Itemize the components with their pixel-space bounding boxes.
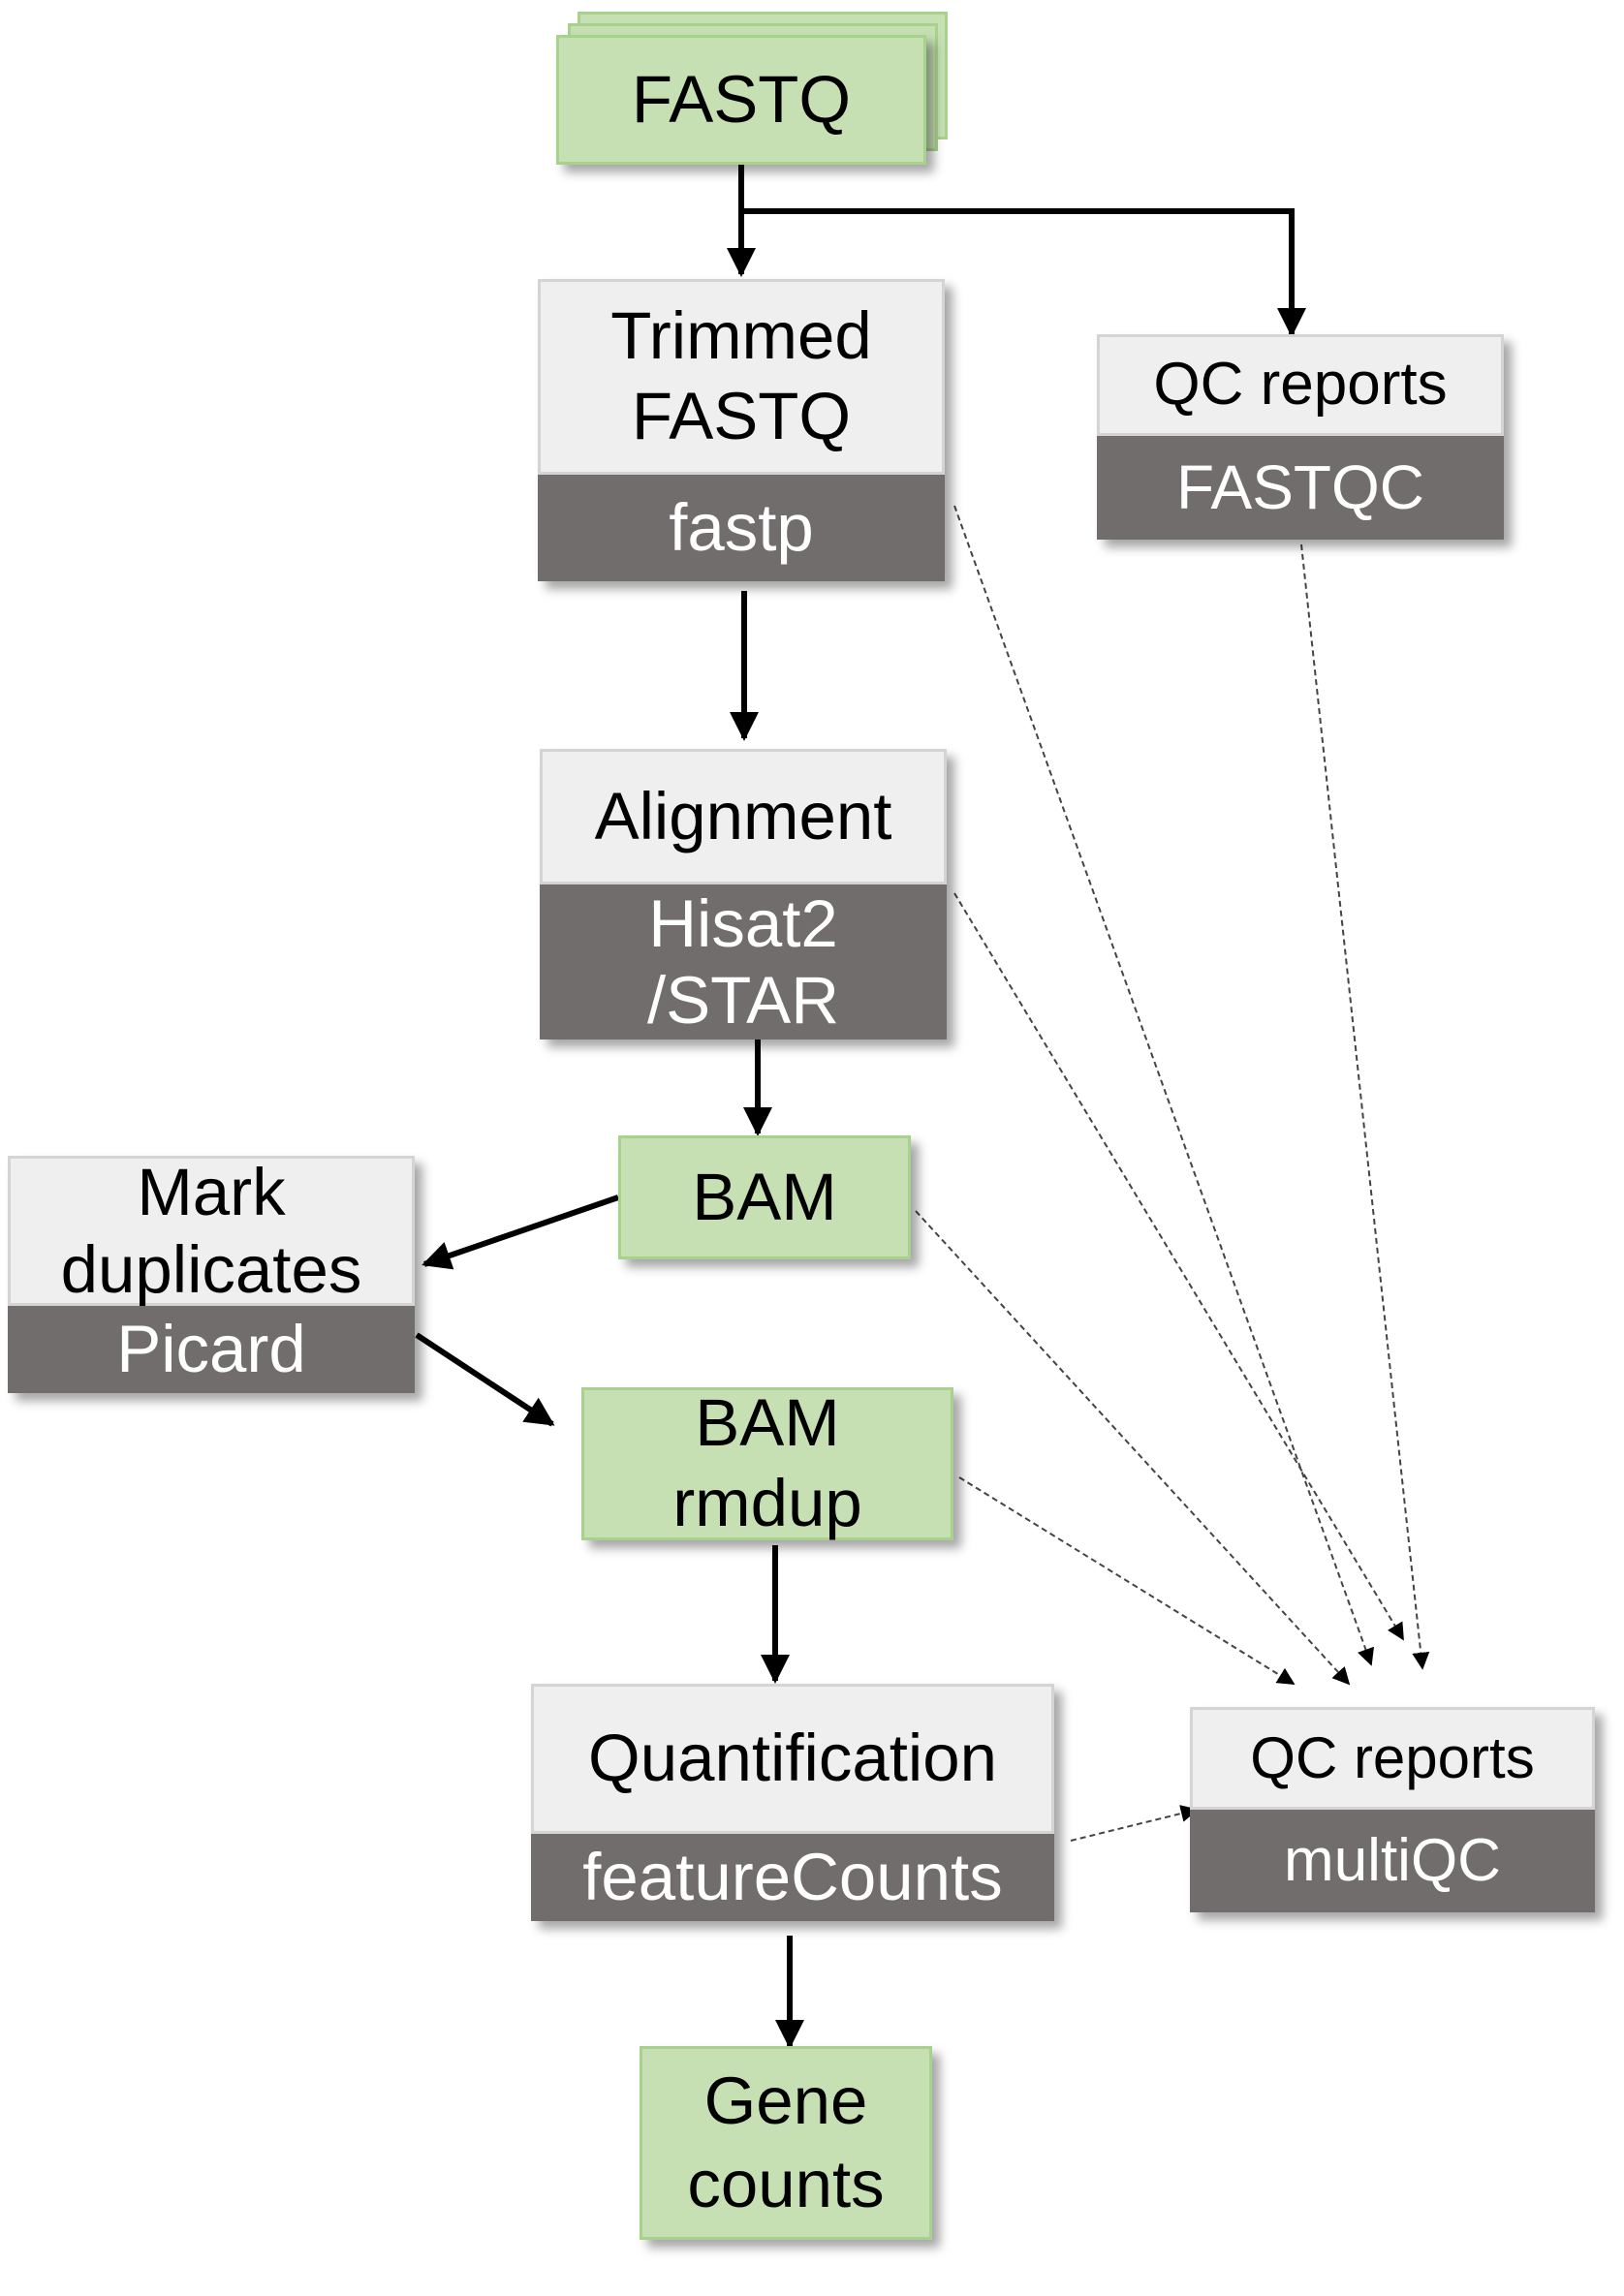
quantification-node: Quantification featureCounts bbox=[531, 1684, 1054, 1921]
featurecounts-tool: featureCounts bbox=[531, 1834, 1054, 1921]
featurecounts-label: featureCounts bbox=[582, 1839, 1003, 1914]
mark-duplicates-output: Mark duplicates bbox=[8, 1155, 415, 1307]
qc-reports-multiqc-output: QC reports bbox=[1190, 1707, 1595, 1810]
qc-reports-multiqc-node: QC reports multiQC bbox=[1190, 1707, 1595, 1912]
multiqc-label: multiQC bbox=[1284, 1826, 1501, 1894]
fastq-node: FASTQ bbox=[556, 35, 926, 165]
edge-markdup-to-bam-rmdup bbox=[415, 1332, 555, 1427]
gene-counts-node: Gene counts bbox=[640, 2046, 932, 2240]
picard-tool: Picard bbox=[8, 1306, 415, 1393]
fastqc-label: FASTQC bbox=[1175, 452, 1425, 523]
trimmed-fastq-output: Trimmed FASTQ bbox=[538, 279, 945, 475]
alignment-node: Alignment Hisat2 /STAR bbox=[540, 749, 947, 1039]
edge-alignment-to-multiqc bbox=[953, 892, 1404, 1641]
bam-node: BAM bbox=[618, 1135, 911, 1259]
trimmed-fastq-node: Trimmed FASTQ fastp bbox=[538, 279, 945, 581]
edge-bam-to-markdup bbox=[422, 1195, 619, 1270]
hisat2-star-label: Hisat2 /STAR bbox=[646, 885, 840, 1038]
edge-bam-to-multiqc bbox=[915, 1210, 1351, 1686]
qc-reports-multiqc-label: QC reports bbox=[1250, 1725, 1535, 1790]
qc-reports-fastqc-label: QC reports bbox=[1153, 351, 1448, 419]
qc-reports-fastqc-node: QC reports FASTQC bbox=[1097, 334, 1504, 540]
edge-bam-rmdup-to-multiqc bbox=[958, 1476, 1296, 1685]
fastp-label: fastp bbox=[669, 489, 814, 565]
edge-fastp-to-multiqc bbox=[953, 505, 1374, 1666]
edge-fastq-to-qc-fastqc bbox=[741, 208, 1306, 337]
quantification-label: Quantification bbox=[588, 1721, 997, 1796]
bam-rmdup-node: BAM rmdup bbox=[581, 1385, 953, 1540]
mark-duplicates-label: Mark duplicates bbox=[60, 1155, 362, 1307]
multiqc-tool: multiQC bbox=[1190, 1810, 1595, 1912]
fastp-tool: fastp bbox=[538, 475, 945, 581]
quantification-output: Quantification bbox=[531, 1684, 1054, 1834]
bam-label: BAM bbox=[692, 1159, 837, 1234]
fastqc-tool: FASTQC bbox=[1097, 436, 1504, 540]
gene-counts-label: Gene counts bbox=[687, 2063, 885, 2221]
picard-label: Picard bbox=[116, 1311, 306, 1386]
edge-quant-to-multiqc bbox=[1070, 1805, 1199, 1842]
qc-reports-fastqc-output: QC reports bbox=[1097, 334, 1504, 436]
alignment-output: Alignment bbox=[540, 749, 947, 884]
hisat2-star-tool: Hisat2 /STAR bbox=[540, 884, 947, 1039]
bam-rmdup-label: BAM rmdup bbox=[672, 1385, 862, 1540]
alignment-label: Alignment bbox=[594, 778, 892, 853]
trimmed-fastq-label: Trimmed FASTQ bbox=[610, 298, 872, 453]
fastq-label: FASTQ bbox=[631, 61, 852, 137]
edge-fastqc-to-multiqc bbox=[1300, 543, 1430, 1670]
mark-duplicates-node: Mark duplicates Picard bbox=[8, 1155, 415, 1393]
